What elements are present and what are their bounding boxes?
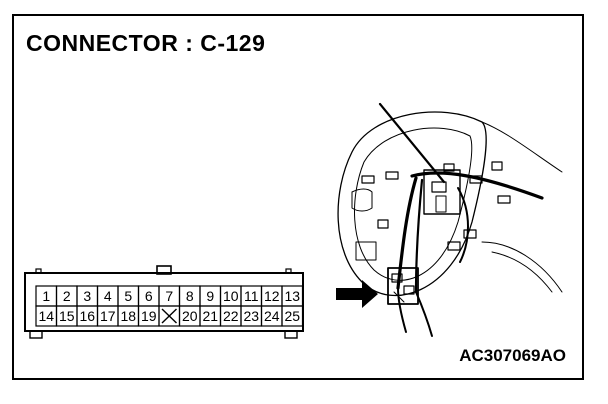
steering-harness-illustration	[332, 92, 564, 347]
pin-label: 15	[58, 308, 75, 324]
pin-label: 11	[243, 288, 259, 304]
pin-cavity	[281, 305, 304, 327]
steering-column-drawing	[336, 102, 563, 337]
pin-label: 3	[83, 288, 92, 304]
pin-label: 5	[124, 288, 133, 304]
pin-label: 25	[284, 308, 301, 324]
pin-label: 9	[206, 288, 215, 304]
pin-label: 16	[79, 308, 96, 324]
pointer-arrow-icon	[336, 280, 378, 308]
blank-cavity-cross	[161, 308, 177, 324]
pin-label: 20	[181, 308, 198, 324]
pin-label: 2	[62, 288, 71, 304]
connector-outline	[24, 265, 304, 339]
pin-label: 7	[165, 288, 174, 304]
pin-label: 13	[284, 288, 301, 304]
pin-label: 12	[263, 288, 280, 304]
pin-label: 19	[140, 308, 157, 324]
figure-code: AC307069AO	[459, 346, 566, 365]
pin-label: 4	[103, 288, 112, 304]
pin-label: 10	[222, 288, 239, 304]
pin-label: 8	[185, 288, 194, 304]
pin-label: 14	[38, 308, 55, 324]
pin-label: 22	[222, 308, 239, 324]
pin-label: 21	[202, 308, 219, 324]
diagram-title: CONNECTOR : C-129	[26, 30, 266, 56]
pin-label: 6	[144, 288, 153, 304]
pin-label: 1	[42, 288, 51, 304]
pin-label: 18	[120, 308, 137, 324]
pin-label: 24	[263, 308, 280, 324]
pin-label: 17	[99, 308, 116, 324]
pin-label: 23	[243, 308, 260, 324]
